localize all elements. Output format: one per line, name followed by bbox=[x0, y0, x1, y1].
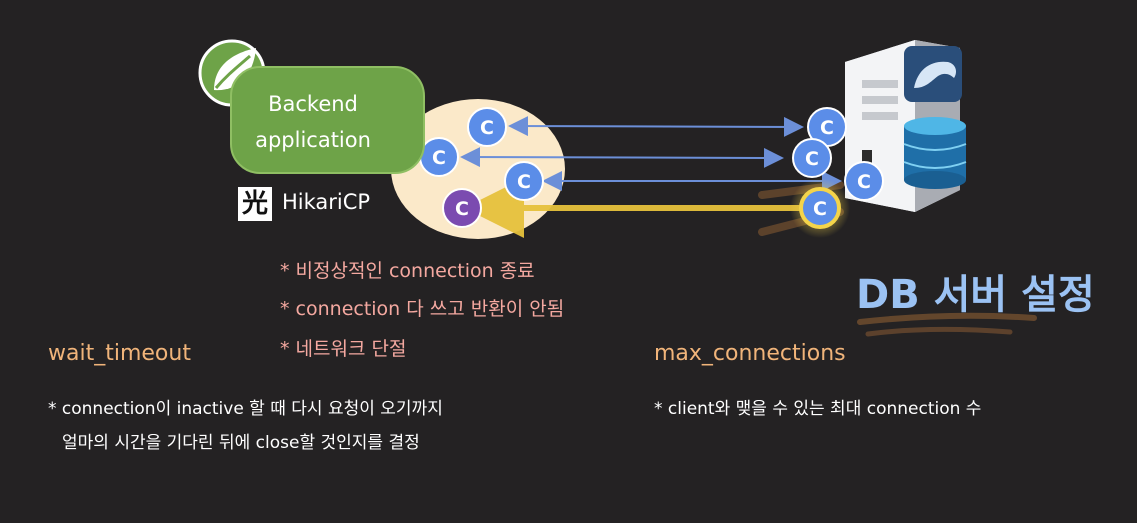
svg-text:C: C bbox=[813, 198, 827, 220]
client-connection-2: C bbox=[419, 137, 459, 177]
backend-label-line2: application bbox=[255, 128, 371, 152]
svg-text:C: C bbox=[480, 117, 494, 139]
backend-application-label: Backend application bbox=[248, 86, 378, 158]
database-cylinder-icon bbox=[903, 117, 967, 189]
db-server-settings-title: DB 서버 설정 bbox=[856, 272, 1095, 318]
mysql-dolphin-icon bbox=[904, 46, 962, 102]
backend-application-box bbox=[230, 66, 425, 174]
issue-item: * 네트워크 단절 bbox=[280, 338, 407, 360]
client-connection-broken: C bbox=[442, 188, 482, 228]
wait-timeout-title: wait_timeout bbox=[48, 341, 191, 366]
client-connection-3: C bbox=[504, 161, 544, 201]
max-connections-desc: * client와 맺을 수 있는 최대 connection 수 bbox=[654, 399, 982, 419]
max-connections-title: max_connections bbox=[654, 341, 846, 366]
connection-arrow bbox=[508, 116, 804, 137]
connection-arrow bbox=[460, 147, 784, 168]
svg-text:C: C bbox=[455, 198, 469, 220]
svg-text:C: C bbox=[432, 147, 446, 169]
hikari-logo-icon: 光 bbox=[238, 187, 272, 221]
title-underline-stroke bbox=[865, 326, 1013, 337]
svg-text:C: C bbox=[820, 117, 834, 139]
wait-timeout-desc-line2: 얼마의 시간을 기다린 뒤에 close할 것인지를 결정 bbox=[62, 433, 420, 453]
svg-text:C: C bbox=[517, 171, 531, 193]
issue-item: * connection 다 쓰고 반환이 안됨 bbox=[280, 298, 565, 320]
wait-timeout-desc-line1: * connection이 inactive 할 때 다시 요청이 오기까지 bbox=[48, 399, 443, 419]
title-underline-stroke bbox=[857, 312, 1037, 325]
svg-text:C: C bbox=[857, 171, 871, 193]
server-connection-3: C bbox=[844, 161, 884, 201]
server-connection-2: C bbox=[792, 138, 832, 178]
issue-item: * 비정상적인 connection 종료 bbox=[280, 260, 535, 282]
server-connection-1: C bbox=[807, 107, 847, 147]
server-connection-broken: C bbox=[799, 187, 841, 229]
svg-text:C: C bbox=[805, 148, 819, 170]
backend-label-line1: Backend bbox=[268, 92, 358, 116]
hikaricp-label: HikariCP bbox=[282, 190, 371, 214]
client-connection-1: C bbox=[467, 107, 507, 147]
